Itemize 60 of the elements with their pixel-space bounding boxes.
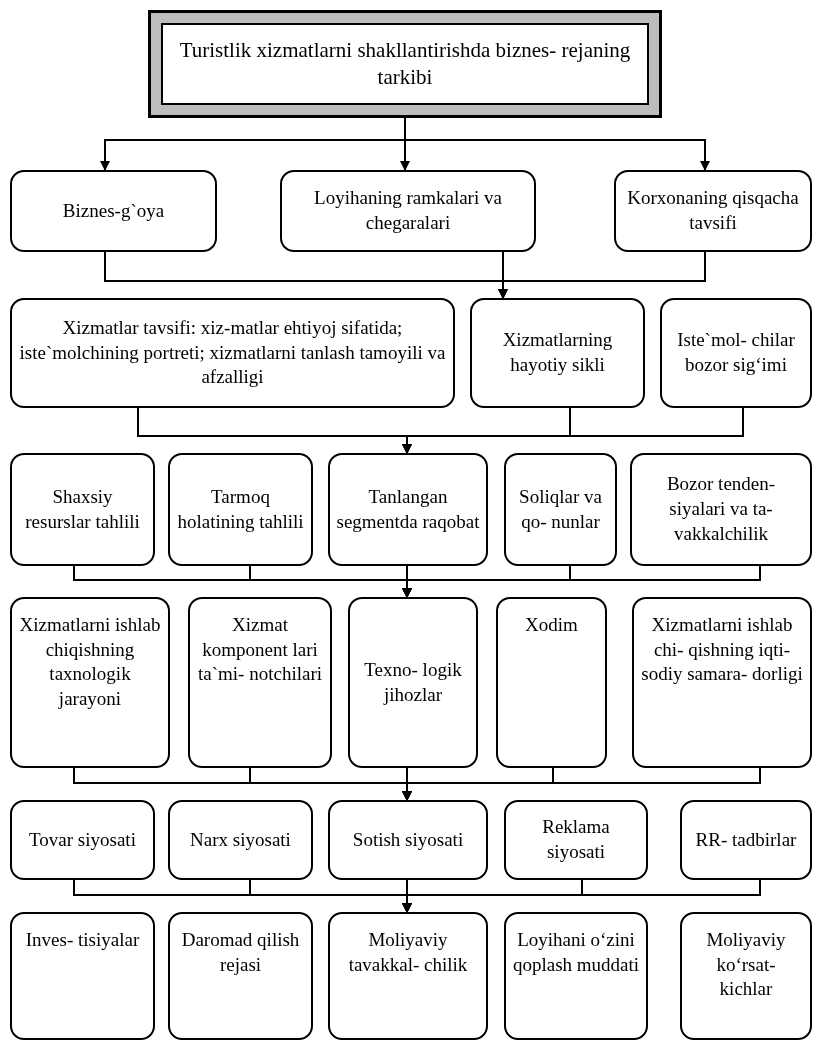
box-label: Xizmatlarning hayotiy sikli [501,328,614,377]
rounded-box [10,170,217,252]
rounded-box [328,912,488,1040]
rounded-box [680,912,812,1040]
rounded-box [168,912,313,1040]
box-label: Sotish siyosati [352,827,464,852]
rounded-box [614,170,812,252]
box-label: Xizmatlarni ishlab chiqishning taxnologik jarayoni [18,613,162,712]
box-label: Xizmat komponent lari ta`mi- notchilari [197,613,323,687]
rounded-box [280,170,536,252]
box-label: Loyihaning ramkalari va chegaralari [313,186,503,235]
rounded-box [660,298,812,408]
connector-arrow [498,251,706,299]
box-label: Soliqlar va qo- nunlar [518,484,603,534]
box-label: RR- tadbirlar [695,827,797,852]
connector-arrow [402,767,761,801]
box-label: Tovar siyosati [29,827,136,852]
box-label: Shaxsiy resurslar tahlili [24,484,141,534]
rounded-box [470,298,645,408]
box-label: Xodim [525,613,578,637]
box-label: Reklama siyosati [541,815,611,864]
box-label: Turistlik xizmatlarni shakllantirishda biznes- rejaning tarkibi [178,36,632,91]
box-label: Korxonaning qisqacha tavsifi [626,186,800,235]
connector-arrow [404,117,710,171]
box-label: Tanlangan segmentda raqobat [336,484,480,534]
box-label: Moliyaviy tavakkal- chilik [347,928,469,977]
rounded-box [496,597,607,768]
box-label: Bozor tenden- siyalari va ta- vakkalchilik [665,472,777,546]
box-label: Biznes-g`oya [62,198,165,223]
box-label: Texno- logik jihozlar [363,657,463,707]
rounded-box [10,912,155,1040]
rounded-box [328,800,488,880]
rounded-box [10,800,155,880]
connector-arrow [402,407,744,454]
rounded-box [168,800,313,880]
rounded-box [168,453,313,566]
rounded-box [348,597,478,768]
box-label: Xizmatlarni ishlab chi- qishning iqti- sodiy samara- dorligi [640,613,804,687]
rounded-box [10,298,455,408]
rounded-box [10,597,170,768]
rounded-box [504,800,648,880]
box-label: Loyihani o‘zini qoplash muddati [512,928,640,977]
rounded-box [630,453,812,566]
box-label: Xizmatlar tavsifi: xiz-matlar ehtiyoj sifatida; iste`molchining portreti; xizmatlarni tanlash tamoyili va afzalligi [18,315,447,390]
title-box [148,10,662,118]
connector-arrow [402,565,761,598]
box-label: Inves- tisiyalar [25,928,140,952]
rounded-box [632,597,812,768]
box-label: Tarmoq holatining tahlili [176,484,305,534]
connector-arrow [402,879,761,913]
box-label: Iste`mol- chilar bozor sig‘imi [676,328,796,377]
rounded-box [188,597,332,768]
rounded-box [680,800,812,880]
box-label: Narx siyosati [190,827,291,852]
box-label: Daromad qilish rejasi [180,928,301,977]
rounded-box [328,453,488,566]
rounded-box [504,453,617,566]
rounded-box [504,912,648,1040]
rounded-box [10,453,155,566]
box-label: Moliyaviy ko‘rsat- kichlar [705,928,787,1002]
